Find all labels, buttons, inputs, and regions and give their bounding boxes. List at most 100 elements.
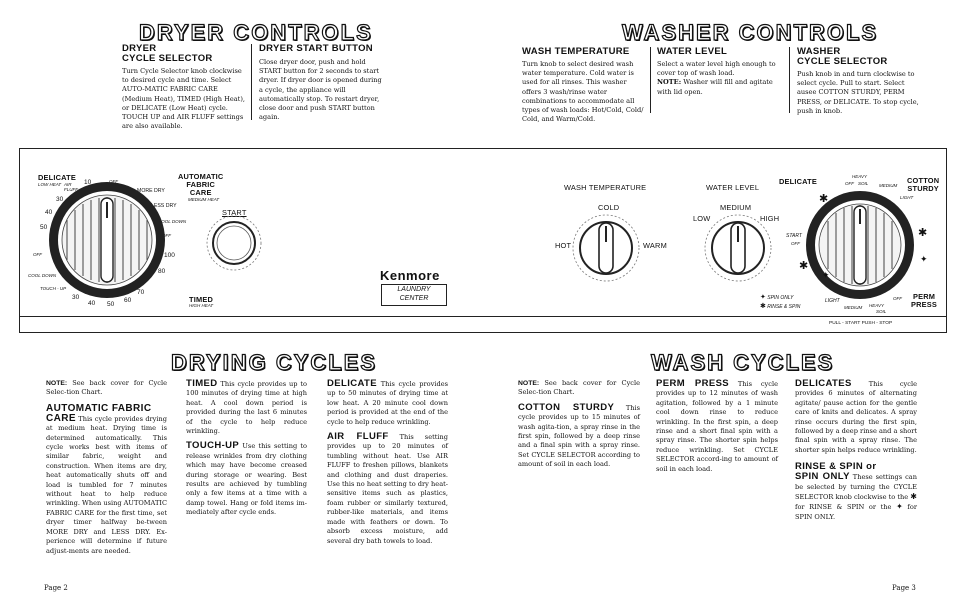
dryer-cycle-selector-text: Turn Cycle Selector knob clockwise to de… (122, 67, 245, 131)
washer-off-label-top: OFF (845, 181, 854, 186)
soil-label-bottom: SOIL (876, 309, 887, 314)
rinse-spin-legend: ✱ RINSE & SPIN (760, 302, 800, 310)
delicates-text: This cycle provides 6 minutes of alterna… (795, 380, 917, 454)
pull-start-push-stop: PULL - START PUSH - STOP (829, 321, 893, 326)
dryer-off-label-left: OFF (33, 252, 42, 257)
washer-off-label-left: OFF (791, 241, 800, 246)
cool-down-label-left: COOL DOWN (28, 273, 57, 278)
washer-cycle-selector-knob[interactable] (800, 187, 920, 305)
water-level-note-label: NOTE: (657, 78, 682, 87)
afc-line-1: AUTOMATIC (178, 172, 224, 181)
rinse-text-1: These settings can be selected by turnin… (795, 473, 917, 502)
dial-number: 10 (84, 179, 92, 186)
timed-label: TIMED (189, 295, 213, 304)
drying-note-label: NOTE: (46, 380, 68, 387)
rinse-text-3: for SPIN ONLY. (795, 503, 917, 521)
page-number-right: Page 3 (892, 584, 916, 592)
cotton-sturdy-label: COTTON STURDY (907, 177, 939, 193)
washer-cycle-selector-text: Push knob in and turn clockwise to selec… (797, 70, 919, 115)
dial-number: 30 (56, 196, 64, 203)
delicates-heading: DELICATES (795, 378, 852, 389)
washer-off-label-bottom: OFF (893, 296, 902, 301)
dryer-off-label-right: OFF (162, 233, 171, 238)
afc-heading-1: AUTOMATIC FABRIC (46, 402, 152, 414)
perm-paragraph: PERM PRESS This cycle provides up to 12 … (656, 379, 778, 474)
rinse-paragraph: SPIN ONLY These settings can be selected… (795, 472, 917, 522)
hot-label: HOT (555, 241, 572, 250)
delicates-paragraph: DELICATES This cycle provides 6 minutes … (795, 379, 917, 455)
dial-number: 40 (45, 209, 53, 216)
wash-note-label: NOTE: (518, 380, 540, 387)
air-fluff-label: AIR FLUFF (64, 182, 78, 192)
rinse-spin-legend-text: RINSE & SPIN (767, 304, 801, 310)
touchup-paragraph: TOUCH-UP Use this setting to release wri… (186, 441, 307, 517)
dryer-cycle-selector-section: DRYER CYCLE SELECTOR Turn Cycle Selector… (122, 44, 246, 131)
warm-label: WARM (643, 241, 667, 250)
dial-number: 50 (40, 224, 48, 231)
drying-column-1: NOTE: See back cover for Cycle Selec-tio… (46, 379, 167, 556)
washer-start-label: START (786, 233, 802, 239)
kenmore-logo: Kenmore (380, 268, 440, 283)
water-level-heading: WATER LEVEL (657, 46, 728, 57)
water-level-section: WATER LEVEL Select a water level high en… (657, 47, 783, 97)
water-level-text: Select a water level high enough to cove… (657, 60, 776, 78)
dryer-start-button-section: DRYER START BUTTON Close dryer door, pus… (259, 44, 383, 122)
delicate-paragraph: DELICATE This cycle provides up to 50 mi… (327, 379, 448, 427)
divider (789, 47, 790, 113)
cool-down-label-right: COOL DOWN (158, 219, 187, 224)
cotton-paragraph: COTTON STURDY This cycle provides up to … (518, 403, 640, 470)
dial-number: 100 (164, 252, 175, 259)
laundry-line-2: CENTER (399, 295, 429, 302)
wash-column-2: PERM PRESS This cycle provides up to 12 … (656, 379, 778, 474)
dial-number: 40 (88, 300, 96, 307)
rinse-spin-star-icon: ✱ (819, 192, 829, 205)
dryer-start-button-heading: DRYER START BUTTON (259, 43, 373, 54)
washer-controls-title: WASHER CONTROLS (621, 19, 879, 45)
wash-column-3: DELICATES This cycle provides 6 minutes … (795, 379, 917, 522)
spin-only-plus-icon: ✦ (822, 271, 830, 281)
wash-note-text: See back cover for Cycle Selec-tion Char… (518, 379, 640, 397)
touch-up-label: TOUCH - UP (40, 286, 67, 291)
airfluff-paragraph: AIR FLUFF This setting provides up to 20… (327, 432, 448, 546)
divider (251, 44, 252, 120)
soil-label-top: SOIL (858, 181, 869, 186)
airfluff-heading: AIR FLUFF (327, 431, 389, 443)
washer-cycle-selector-section: WASHER CYCLE SELECTOR Push knob in and t… (797, 47, 921, 116)
spin-only-legend: ✦ SPIN ONLY (760, 293, 793, 301)
delicate-text: This cycle provides up to 50 minutes of … (327, 380, 448, 426)
touchup-text: Use this setting to release wrinkles fro… (186, 442, 307, 517)
wash-temperature-section: WASH TEMPERATURE Turn knob to select des… (522, 47, 644, 124)
airfluff-text: This setting provides up to 20 minutes o… (327, 433, 448, 545)
medium-heat-label: MEDIUM HEAT (188, 197, 220, 202)
light-label-right: LIGHT (900, 195, 914, 200)
dryer-start-button[interactable] (204, 213, 264, 273)
rinse-spin-star-icon: ✱ (760, 303, 766, 310)
perm-line-1: PERM (912, 292, 936, 301)
cotton-line-1: COTTON (907, 176, 940, 185)
wash-temperature-knob[interactable] (568, 210, 644, 286)
dryer-controls-title: DRYER CONTROLS (138, 19, 373, 45)
light-label-bottom: LIGHT (825, 298, 840, 304)
water-level-label: WATER LEVEL (706, 183, 760, 192)
wash-note: NOTE: See back cover for Cycle Selec-tio… (518, 379, 640, 398)
water-level-note: Washer will fill and agitate with lid op… (657, 78, 773, 96)
medium-label-small: MEDIUM (879, 183, 898, 188)
cotton-text: This cycle provides up to 15 minutes of … (518, 403, 640, 469)
drying-column-3: DELICATE This cycle provides up to 50 mi… (327, 379, 448, 546)
drying-cycles-title: DRYING CYCLES (170, 349, 378, 375)
timed-paragraph: TIMED This cycle provides up to 100 minu… (186, 379, 307, 436)
wash-column-1: NOTE: See back cover for Cycle Selec-tio… (518, 379, 640, 470)
rinse-heading-1: RINSE & SPIN or (795, 461, 877, 473)
less-dry-label: LESS DRY (151, 203, 177, 209)
dryer-cycle-selector-heading-1: DRYER (122, 43, 157, 54)
spin-only-legend-text: SPIN ONLY (767, 295, 794, 301)
rinse-text-2: for RINSE & SPIN or the (795, 503, 892, 512)
wash-temperature-label: WASH TEMPERATURE (564, 183, 647, 192)
washer-cycle-selector-heading-1: WASHER (797, 46, 841, 57)
divider (650, 47, 651, 113)
wash-temperature-text: Turn knob to select desired wash water t… (522, 60, 644, 124)
dryer-cycle-selector-knob[interactable] (45, 178, 170, 303)
water-level-knob[interactable] (700, 210, 776, 286)
automatic-fabric-care-label: AUTOMATIC FABRIC CARE (178, 173, 223, 197)
start-label: START (222, 208, 247, 217)
